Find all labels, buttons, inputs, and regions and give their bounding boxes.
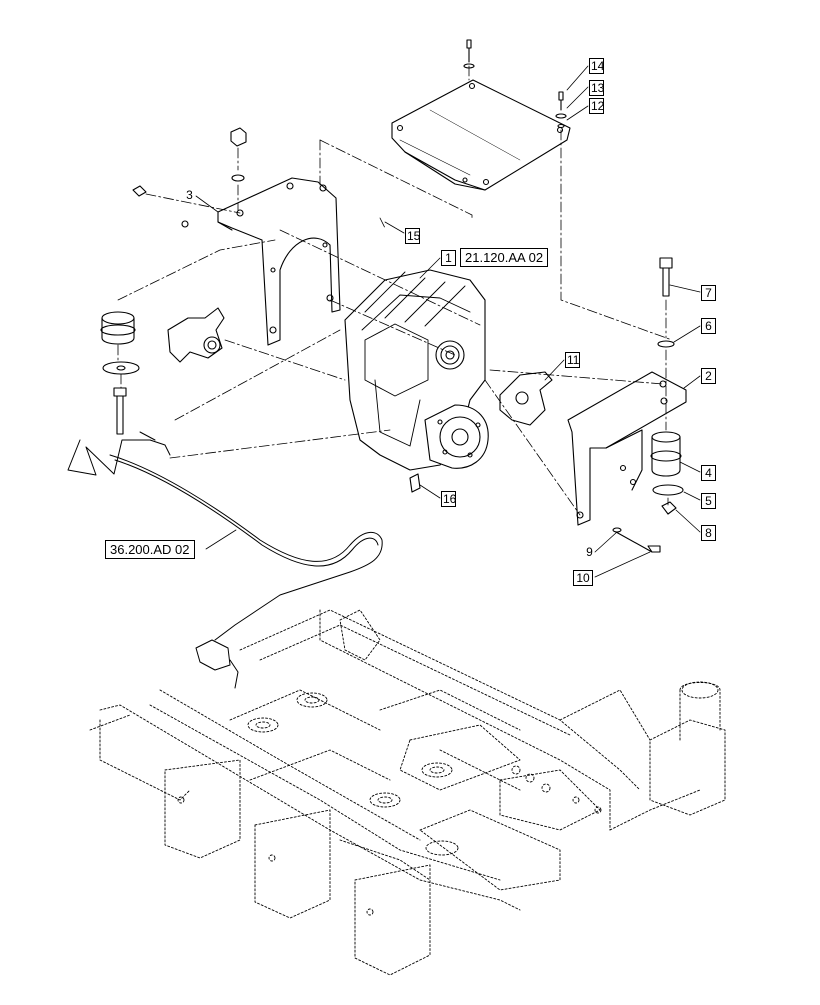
wiring-harness bbox=[67, 431, 383, 689]
callout-1: 1 bbox=[441, 250, 456, 266]
callout-12: 12 bbox=[589, 98, 605, 114]
cover-plate bbox=[391, 79, 571, 191]
reference-harness: 36.200.AD 02 bbox=[105, 540, 195, 559]
reference-transmission: 21.120.AA 02 bbox=[460, 248, 549, 267]
chassis-frame bbox=[89, 609, 726, 976]
callout-6: 6 bbox=[701, 318, 716, 334]
callout-8: 8 bbox=[701, 525, 716, 541]
callout-16: 16 bbox=[441, 491, 457, 507]
right-yoke bbox=[499, 371, 553, 426]
callout-13: 13 bbox=[589, 80, 605, 96]
left-yoke bbox=[167, 307, 225, 363]
callout-4: 4 bbox=[701, 465, 716, 481]
leader-lines bbox=[195, 65, 701, 578]
callout-5: 5 bbox=[701, 493, 716, 509]
left-rubber-mount bbox=[100, 311, 140, 435]
right-bracket bbox=[567, 371, 687, 526]
callout-3: 3 bbox=[186, 188, 193, 202]
left-top-nut bbox=[132, 127, 247, 197]
assembly-lines bbox=[117, 65, 673, 516]
callout-9: 9 bbox=[586, 545, 593, 559]
callout-11: 11 bbox=[565, 352, 580, 368]
callout-10: 10 bbox=[573, 570, 593, 586]
callout-2: 2 bbox=[701, 368, 716, 384]
chassis-holes bbox=[177, 681, 719, 916]
callout-15: 15 bbox=[405, 228, 421, 244]
transmission bbox=[344, 269, 489, 493]
right-hardware bbox=[612, 257, 684, 553]
callout-14: 14 bbox=[589, 58, 605, 74]
callout-7: 7 bbox=[701, 285, 716, 301]
